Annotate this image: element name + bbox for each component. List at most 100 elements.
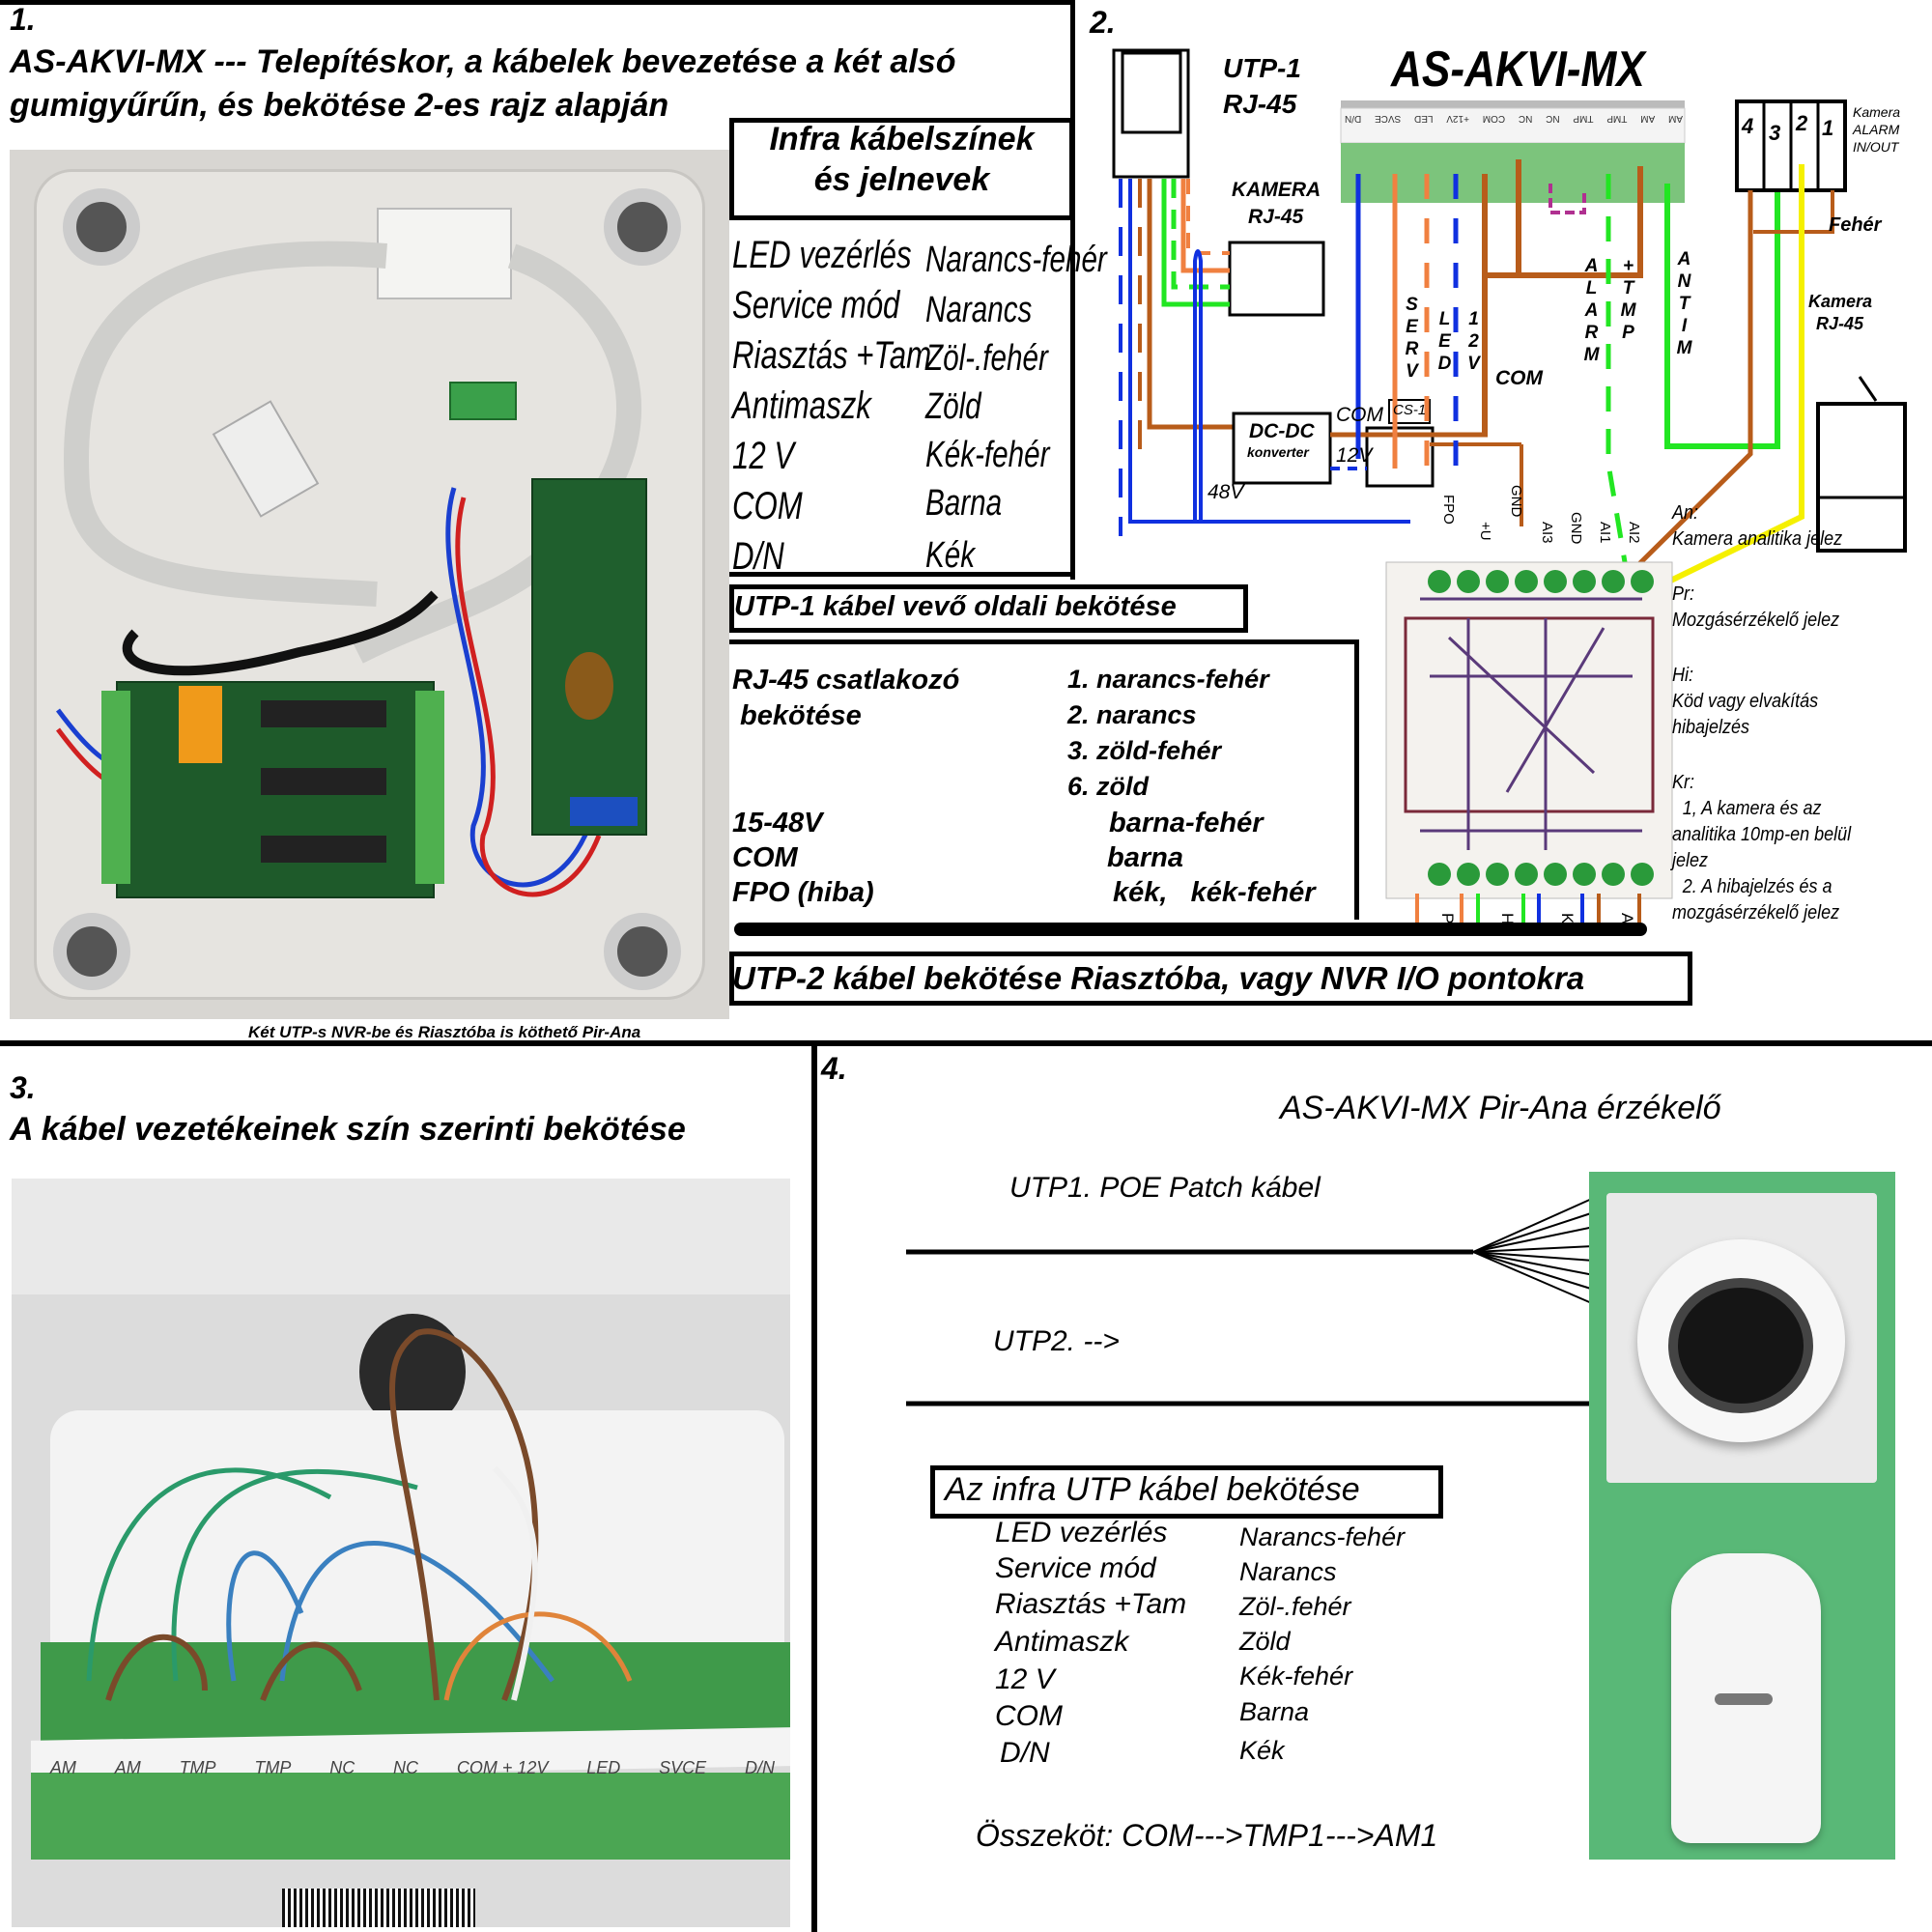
utp1-label-box (729, 584, 1248, 633)
infra-box-title: Az infra UTP kábel bekötése (945, 1471, 1360, 1508)
infra-box-title-frame (930, 1465, 1443, 1519)
utp1-label: UTP1. POE Patch kábel (1009, 1172, 1321, 1204)
divider (1372, 923, 1647, 936)
panel-number: 3. (10, 1070, 36, 1105)
signal-name: Service mód (995, 1552, 1156, 1584)
rj45-pin: 1. narancs-fehér (1067, 665, 1269, 694)
rj45-pin: 6. zöld (1067, 772, 1150, 801)
divider (1070, 220, 1075, 578)
signal-name: LED vezérlés (732, 234, 912, 276)
signal-name: Service mód (732, 284, 900, 327)
utp1-rj45-label: RJ-45 (1223, 89, 1297, 119)
signal-name: D/N (1000, 1737, 1050, 1769)
panel-title: AS-AKVI-MX Pir-Ana érzékelő (1280, 1090, 1721, 1126)
terminal-label: NC (393, 1758, 419, 1777)
legend-key: Hi: (1672, 665, 1694, 686)
utp1-label: UTP-1 kábel vevő oldali bekötése (734, 591, 1177, 622)
kamera-rj45-right-label: RJ-45 (1816, 314, 1864, 333)
photo-caption: Két UTP-s NVR-be és Riasztóba is köthető… (248, 1023, 641, 1041)
wire-color: Zöld (925, 386, 981, 427)
alarm-pin: 4 (1742, 114, 1754, 138)
terminal-label: TMP (254, 1758, 292, 1777)
utp2-label: UTP-2 kábel bekötése Riasztóba, vagy NVR… (732, 960, 1585, 996)
divider (0, 0, 1074, 5)
rj45-pin: 2. narancs (1067, 700, 1197, 729)
infra-title: Infra kábelszínek (769, 121, 1035, 157)
alarm-pin: 3 (1769, 121, 1781, 145)
divider (811, 1043, 817, 1932)
terminal-label: COM + 12V (456, 1758, 549, 1777)
rj45-row-label: COM (732, 842, 798, 873)
divider (0, 1040, 1932, 1046)
kamera-rj45-label: KAMERA (1232, 179, 1321, 201)
wire-color: Narancs-fehér (925, 240, 1107, 280)
wire-color: Zöl-.fehér (1239, 1592, 1351, 1621)
utp2-label: UTP2. --> (993, 1325, 1120, 1357)
rj45-pin: 3. zöld-fehér (1067, 736, 1222, 765)
wire-color: Narancs (1239, 1557, 1337, 1586)
panel-number: 4. (821, 1051, 847, 1086)
legend-text: analitika 10mp-en belül (1672, 824, 1852, 845)
legend-text: Köd vagy elvakítás (1672, 691, 1819, 712)
alarm-pin: 1 (1822, 116, 1834, 140)
terminal-label: NC (329, 1758, 355, 1777)
panel-title: A kábel vezetékeinek szín szerinti beköt… (10, 1111, 686, 1148)
legend-text: 1, A kamera és az (1682, 798, 1822, 819)
alarm-pin: 2 (1796, 111, 1808, 135)
legend-key: An: (1672, 502, 1699, 524)
utp2-label-box (729, 952, 1692, 1006)
panel-number: 1. (10, 2, 36, 37)
infra-title-box (729, 118, 1074, 220)
alarm-label: ALARM (1853, 122, 1900, 137)
panel-number: 2. (1090, 5, 1116, 40)
wire-label-alarm: ALARM (1581, 256, 1602, 367)
wire-color: Barna (1239, 1697, 1310, 1726)
terminal-label: TMP (179, 1758, 216, 1777)
kamera-rj45-label: RJ-45 (1248, 206, 1304, 228)
wire-color: Narancs-fehér (1239, 1522, 1406, 1551)
signal-name: LED vezérlés (995, 1517, 1168, 1548)
wire-label-com: COM (1495, 367, 1543, 389)
terminal-photo: AM AM TMP TMP NC NC COM + 12V LED SVCE D… (12, 1179, 790, 1927)
com-label: COM (1336, 404, 1383, 426)
signal-name: 12 V (732, 435, 795, 477)
signal-legend: An: Kamera analitika jelez Pr: Mozgásérz… (1672, 500, 1851, 926)
signal-name: D/N (732, 535, 784, 578)
terminal-label: D/N (744, 1758, 775, 1777)
kamera-rj45-right-label: Kamera (1808, 292, 1873, 311)
signal-name: Riasztás +Tam (995, 1588, 1187, 1620)
signal-name: Antimaszk (995, 1626, 1129, 1658)
wire-color: Kék (925, 535, 976, 576)
legend-text: hibajelzés (1672, 717, 1750, 738)
legend-text: 2. A hibajelzés és a (1682, 876, 1833, 897)
wire-color: Barna (925, 483, 1003, 524)
signal-name: COM (995, 1700, 1063, 1732)
wire-color: Zöl-.fehér (925, 338, 1048, 379)
signal-name: 12 V (995, 1663, 1055, 1695)
terminal-label: AM (49, 1758, 76, 1777)
wire-label-serv: SERV (1402, 295, 1422, 384)
alarm-label: Kamera (1853, 104, 1901, 120)
terminal-label: SVCE (659, 1758, 707, 1777)
infra-title: és jelnevek (813, 161, 990, 198)
wire-color: Kék-fehér (1239, 1662, 1353, 1690)
legend-text: jelez (1672, 850, 1709, 871)
legend-text: Mozgásérzékelő jelez (1672, 610, 1840, 631)
alarm-label: IN/OUT (1853, 139, 1899, 155)
v12-label: 12V (1336, 444, 1373, 467)
terminal-label: AM (114, 1758, 141, 1777)
rj45-row-value: kék, kék-fehér (1113, 877, 1316, 908)
rj45-row-value: barna (1107, 842, 1183, 873)
utp1-rj45-label: UTP-1 (1223, 53, 1301, 83)
wire-color: Kék (1239, 1736, 1285, 1765)
rj45-row-value: barna-fehér (1109, 808, 1264, 838)
signal-name: COM (732, 485, 803, 527)
cs1-label: CS-1 (1393, 402, 1427, 418)
rj45-row-label: FPO (hiba) (732, 877, 874, 908)
wire-label-antim: ANTIM (1674, 249, 1694, 360)
legend-text: mozgásérzékelő jelez (1672, 902, 1840, 923)
legend-text: Kamera analitika jelez (1672, 528, 1843, 550)
legend-key: Pr: (1672, 583, 1695, 605)
signal-name: Riasztás +Tam (732, 334, 932, 377)
rj45-title: RJ-45 csatlakozó (732, 665, 960, 696)
